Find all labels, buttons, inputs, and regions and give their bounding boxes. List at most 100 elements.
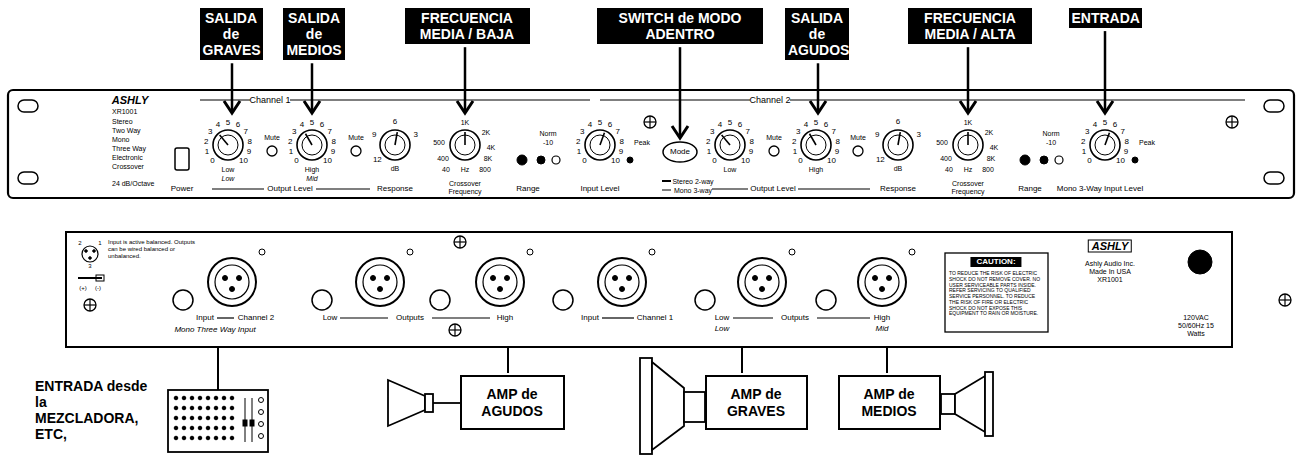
panel-label: Three Way (112, 145, 146, 152)
scale-number: 8 (1124, 138, 1128, 146)
panel-label: Response (377, 185, 413, 193)
xlr-pin (505, 276, 510, 281)
panel-label: -10 (543, 139, 553, 146)
panel-label: Stereo (112, 118, 133, 125)
leader-line (679, 47, 682, 137)
scale-number: 5 (728, 119, 732, 127)
brand-logo: ASHLY (1088, 240, 1132, 253)
scale-number: 6 (738, 121, 742, 129)
callout-box: SALIDA de GRAVES (200, 8, 263, 60)
panel-label: Low (222, 175, 235, 182)
range-led (1055, 156, 1063, 164)
horn-speaker (388, 380, 425, 426)
xlr-pin (230, 287, 235, 292)
scale-number: 12 (876, 156, 885, 164)
scale-number: 5 (310, 119, 314, 127)
mixer-knob (190, 416, 194, 420)
range-led (1040, 156, 1048, 164)
scale-number: 9 (835, 148, 839, 156)
callout-text: FRECUENCIA MEDIA / ALTA (911, 10, 1029, 42)
scale-number: 6 (896, 118, 900, 126)
panel-line (212, 188, 264, 189)
knob (450, 130, 480, 160)
scale-number: 6 (236, 121, 240, 129)
screw (84, 299, 96, 311)
scale-number: 2 (204, 138, 208, 146)
mixer-knob (182, 416, 186, 420)
panel-label: XR1001 (112, 108, 137, 115)
knob (715, 130, 745, 160)
scale-number: 10 (323, 157, 332, 165)
pin-diagram (93, 250, 96, 253)
scale-number: 0 (210, 157, 214, 165)
callout-text: SALIDA de MEDIOS (286, 10, 342, 58)
panel-line (316, 188, 370, 189)
mixer-knob (230, 396, 234, 400)
scale-number: 7 (1121, 128, 1125, 136)
scale-number: 9 (619, 148, 623, 156)
xlr-connector (865, 265, 899, 299)
mounting-slot (18, 172, 38, 184)
latch-button (173, 290, 193, 310)
panel-label: Low (323, 314, 338, 322)
peak-led (627, 157, 633, 163)
scale-number: 2 (576, 138, 580, 146)
knob-pointer (464, 132, 466, 145)
screw (454, 324, 455, 336)
panel-line (662, 180, 671, 182)
scale-number: 4 (804, 121, 808, 129)
scale-number: 500 (433, 139, 445, 146)
panel-label: Channel 1 (637, 314, 673, 322)
panel-label: Ashly Audio Inc. Made In USA XR1001 (1080, 260, 1140, 284)
mixer-knob (198, 436, 202, 440)
mute-button (769, 146, 779, 156)
panel-label: Mid (306, 175, 317, 182)
panel-label: (+) (79, 285, 87, 291)
scale-number: 8K (484, 155, 493, 162)
mixer-knob (214, 406, 218, 410)
power-cord (1188, 250, 1212, 274)
scale-number: 500 (936, 139, 948, 146)
panel-line (600, 99, 750, 100)
panel-line (790, 99, 1245, 100)
scale-number: 1K (461, 119, 470, 126)
woofer (652, 362, 684, 450)
scale-number: 40 (945, 166, 953, 173)
mixer-knob (198, 396, 202, 400)
scale-number: 1 (707, 148, 711, 156)
arrowhead (224, 101, 240, 113)
xlr-screw (789, 249, 795, 255)
panel-label: Mid (876, 325, 889, 333)
panel-label: (-) (95, 285, 101, 291)
panel-line (798, 188, 870, 189)
mixer-knob (198, 416, 202, 420)
mounting-slot (18, 100, 38, 112)
knob (585, 130, 615, 160)
mixer-knob (174, 436, 178, 440)
callout-box: ENTRADA (1069, 8, 1142, 28)
mid-speaker (985, 372, 993, 436)
knob-pointer (967, 132, 969, 145)
scale-number: 6 (320, 121, 324, 129)
knob-pointer (220, 135, 228, 145)
mixer-knob (174, 426, 178, 430)
mixer-knob (214, 436, 218, 440)
callout-text: FRECUENCIA MEDIA / BAJA (408, 10, 527, 42)
scale-number: 7 (746, 128, 750, 136)
mixer-knob (182, 406, 186, 410)
xlr-pin (237, 276, 242, 281)
panel-label: Low (222, 166, 235, 173)
panel-label: Low (715, 325, 730, 333)
xlr-pin (491, 276, 496, 281)
callout-text: SALIDA de GRAVES (203, 10, 260, 58)
leader-line (464, 47, 467, 112)
amplifier-box: AMP de MEDIOS (838, 375, 941, 430)
rear-panel (66, 232, 1232, 347)
panel-label: Stereo 2-way (672, 178, 713, 185)
panel-label: Output Level (750, 185, 795, 193)
range-led (552, 156, 560, 164)
xlr-pin (378, 287, 383, 292)
scale-number: 9 (247, 148, 251, 156)
knob (801, 130, 831, 160)
xlr-connector (208, 258, 256, 306)
